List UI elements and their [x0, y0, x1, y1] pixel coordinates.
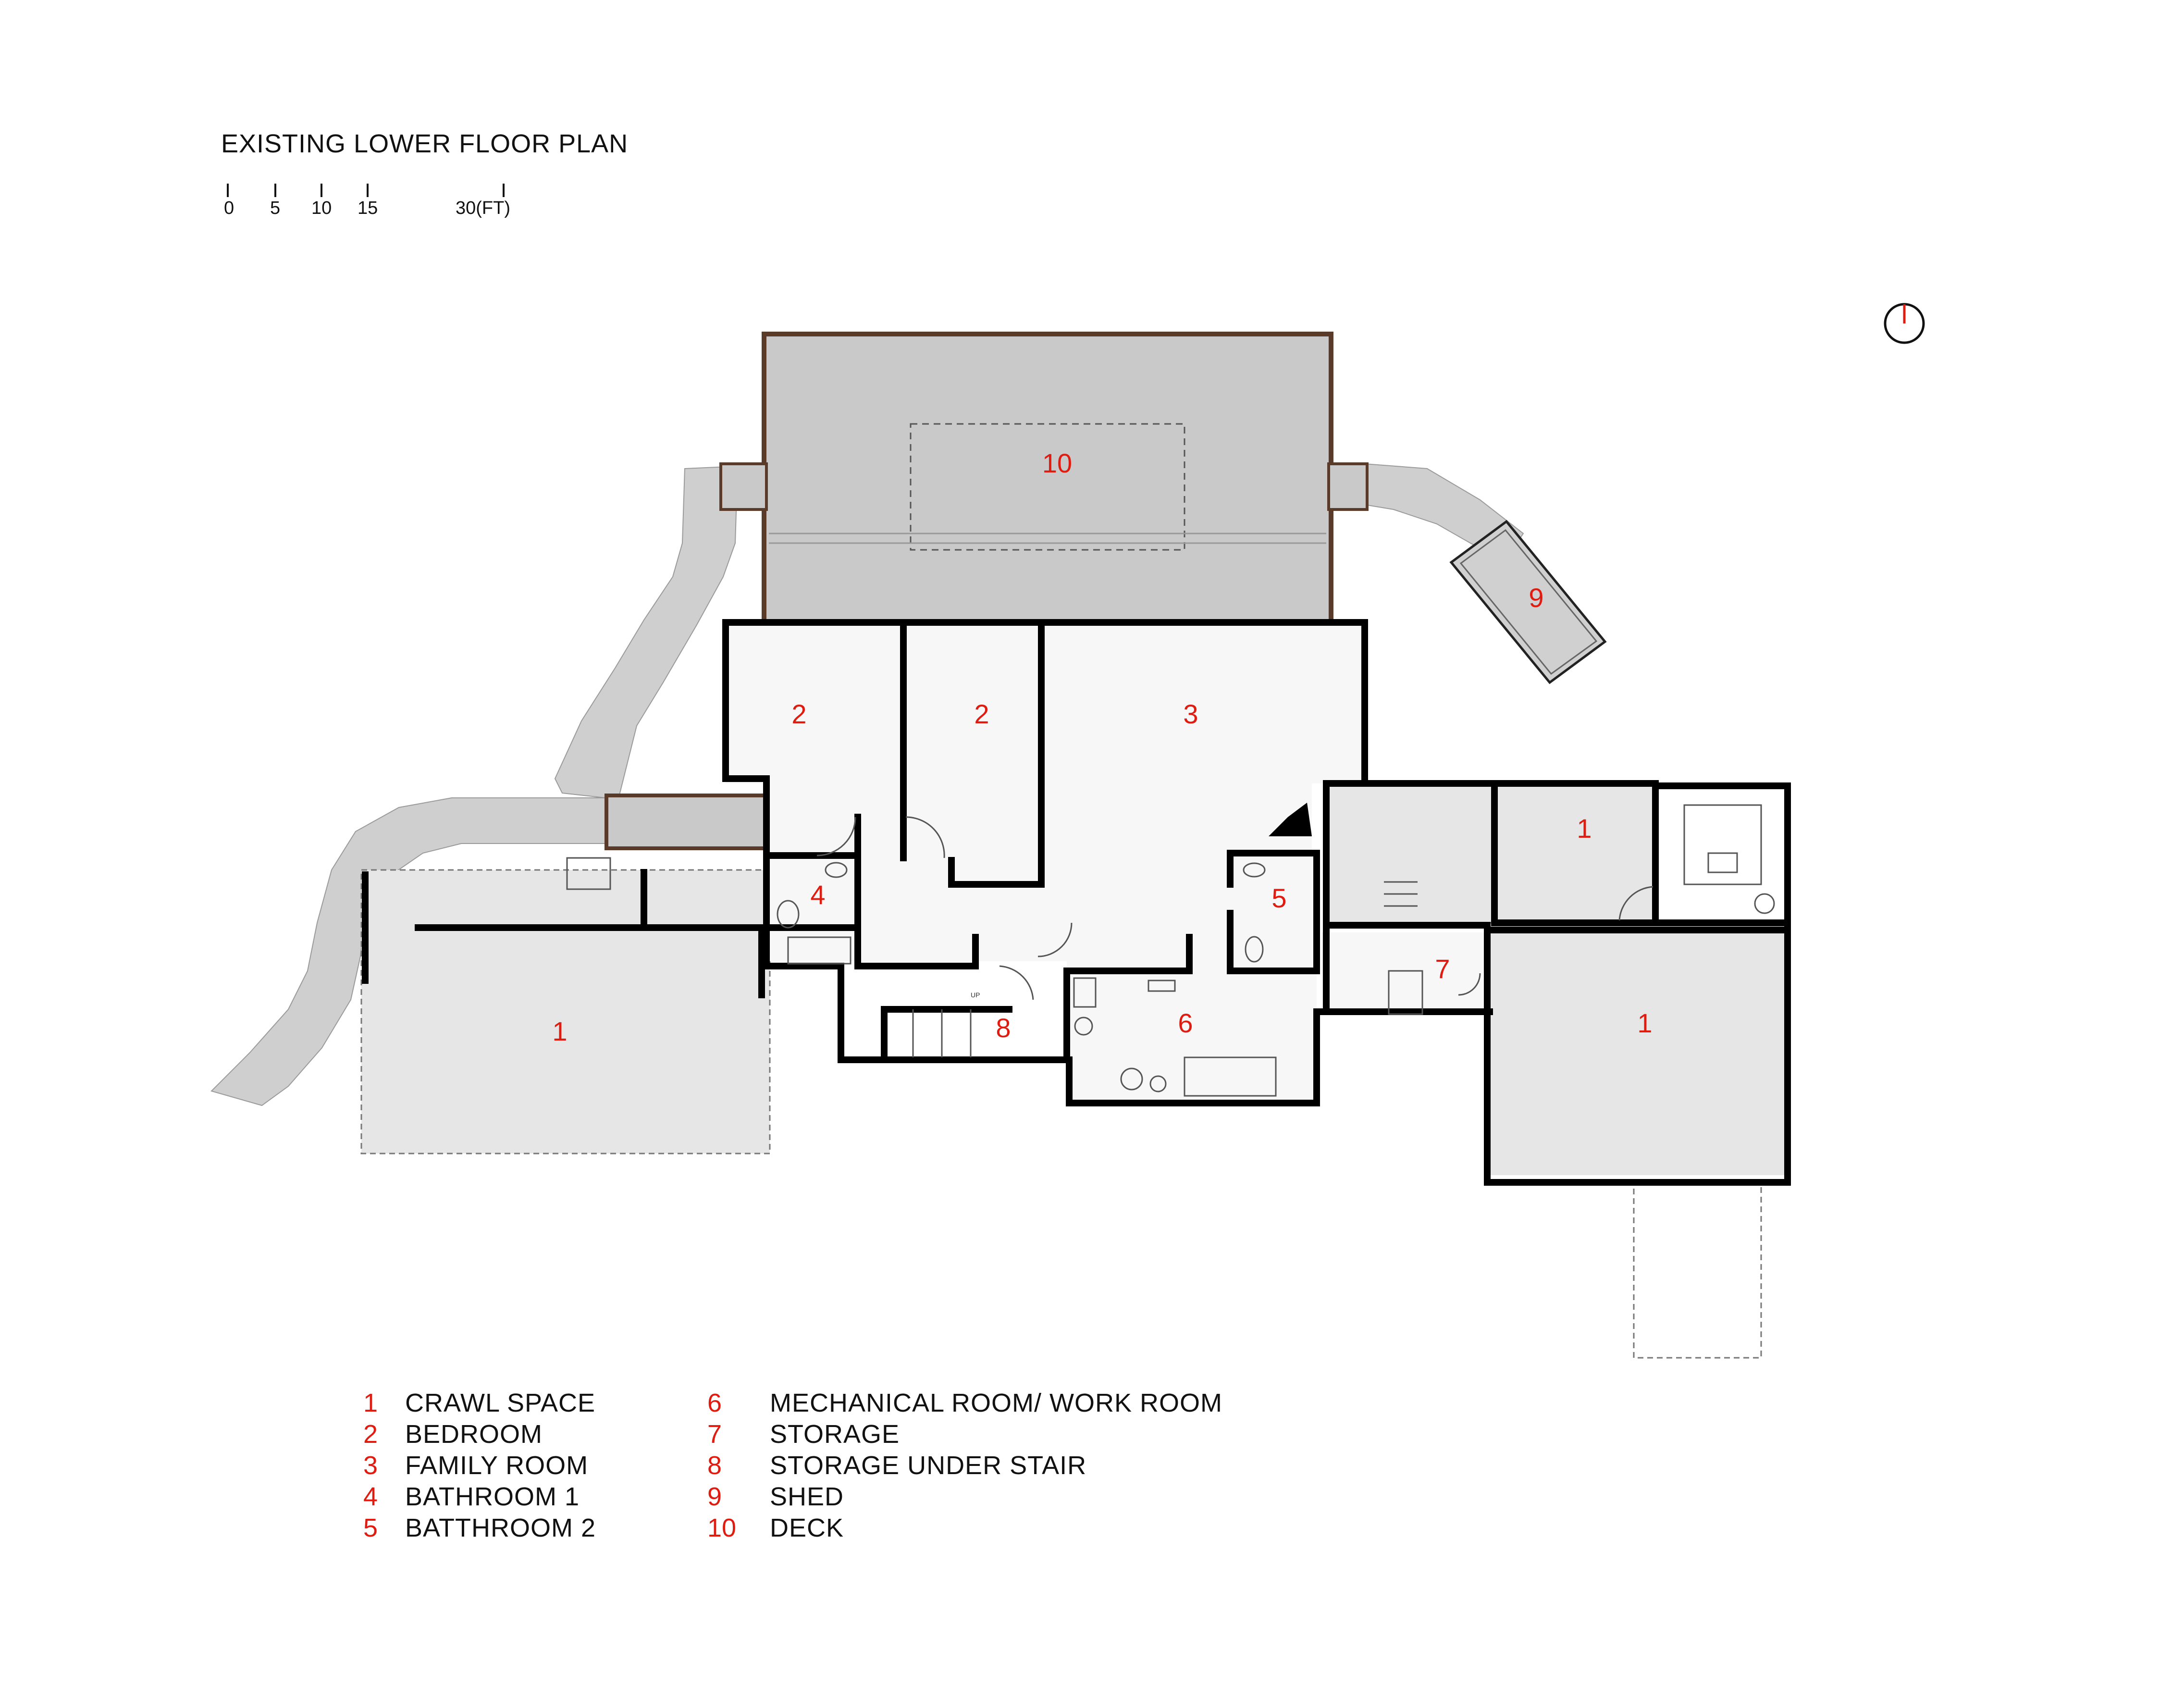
legend-label-2: BEDROOM	[405, 1420, 543, 1449]
room-label-deck: 10	[1042, 448, 1072, 478]
room-label-crawl-w: 1	[552, 1016, 567, 1046]
legend-num-4: 4	[363, 1482, 378, 1511]
legend-num-10: 10	[707, 1514, 737, 1542]
scale-label-0: 0	[224, 198, 234, 218]
legend-num-8: 8	[707, 1451, 722, 1480]
room-label-storage: 7	[1435, 954, 1450, 984]
room-label-bath2: 5	[1271, 883, 1286, 913]
legend-num-2: 2	[363, 1420, 378, 1449]
legend-label-5: BATTHROOM 2	[405, 1514, 596, 1542]
legend-label-4: BATHROOM 1	[405, 1482, 580, 1511]
room-label-bath1: 4	[810, 880, 825, 910]
legend-num-5: 5	[363, 1514, 378, 1542]
legend-label-3: FAMILY ROOM	[405, 1451, 589, 1480]
plan-title: EXISTING LOWER FLOOR PLAN	[221, 129, 629, 158]
scale-label-30: 30(FT)	[456, 198, 510, 218]
legend-label-9: SHED	[770, 1482, 844, 1511]
scale-label-5: 5	[270, 198, 281, 218]
legend-label-1: CRAWL SPACE	[405, 1389, 596, 1417]
deck	[719, 332, 1369, 625]
legend-label-10: DECK	[770, 1514, 844, 1542]
scale-bar	[227, 184, 505, 197]
room-label-crawl-se: 1	[1637, 1008, 1652, 1038]
walls	[362, 619, 1791, 1186]
legend-num-6: 6	[707, 1389, 722, 1417]
north-arrow-icon	[1884, 303, 1925, 344]
entry-landing	[605, 794, 769, 850]
legend-label-8: STORAGE UNDER STAIR	[770, 1451, 1087, 1480]
room-label-bedroom-a: 2	[791, 699, 806, 729]
legend-num-9: 9	[707, 1482, 722, 1511]
scale-label-10: 10	[311, 198, 332, 218]
room-label-mechanical: 6	[1178, 1008, 1193, 1038]
legend-label-6: MECHANICAL ROOM/ WORK ROOM	[770, 1389, 1223, 1417]
chimney	[1269, 803, 1312, 836]
room-label-under-stair: 8	[996, 1013, 1011, 1043]
room-label-crawl-ne: 1	[1577, 813, 1592, 844]
room-label-bedroom-b: 2	[974, 699, 989, 729]
room-label-family-room: 3	[1183, 699, 1198, 729]
legend-num-1: 1	[363, 1389, 378, 1417]
legend-num-3: 3	[363, 1451, 378, 1480]
fixtures	[566, 804, 1775, 1097]
legend-num-7: 7	[707, 1420, 722, 1449]
room-labels: 10 9 2 2 3 1 1 1 4 5 6 7 8 UP	[552, 448, 1652, 1046]
crawl-spaces	[360, 782, 1788, 1359]
scale-label-15: 15	[358, 198, 378, 218]
shed	[1449, 520, 1607, 684]
stair-up-label: UP	[971, 991, 980, 999]
room-label-shed: 9	[1529, 583, 1543, 613]
legend-label-7: STORAGE	[770, 1420, 900, 1449]
